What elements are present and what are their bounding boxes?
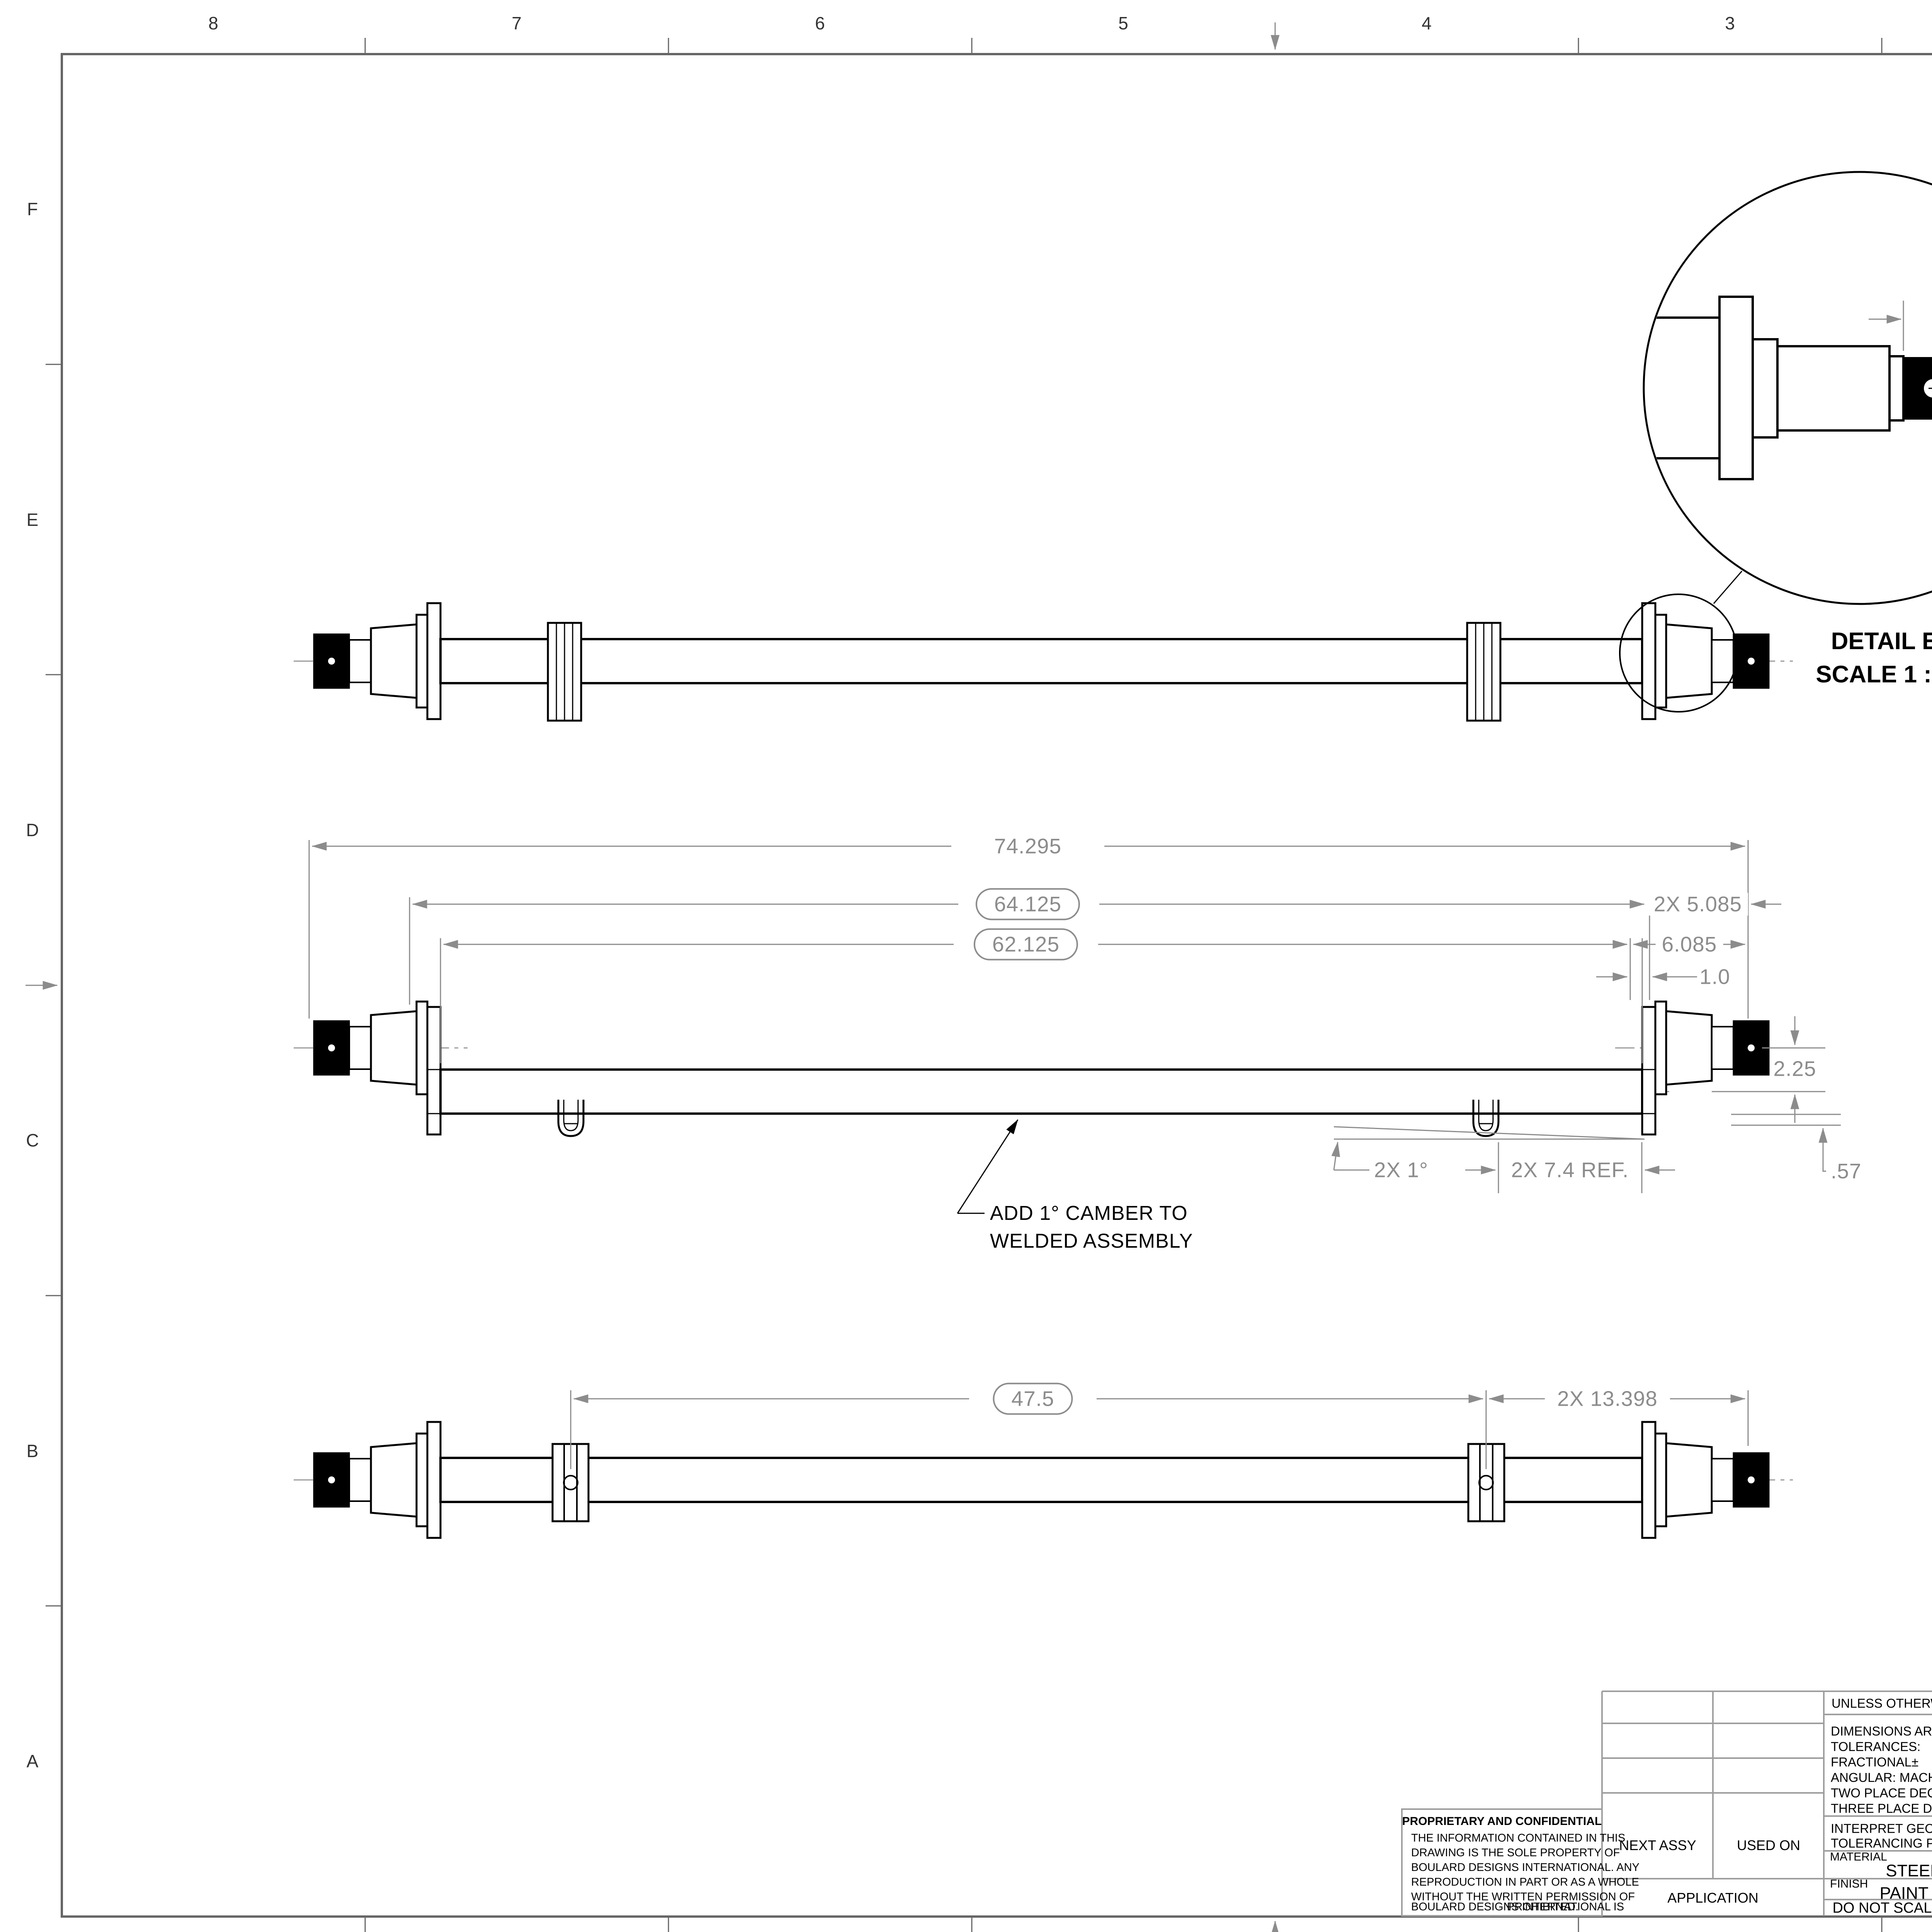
dim-overall-length: 74.295: [988, 835, 1068, 858]
proprietary-line: WITHOUT THE WRITTEN PERMISSION OF: [1411, 1891, 1635, 1903]
proprietary-line: REPRODUCTION IN PART OR AS A WHOLE: [1411, 1876, 1639, 1888]
zone-row-left: B: [26, 1441, 39, 1461]
zone-row-left: E: [26, 510, 39, 530]
camber-note-line2: WELDED ASSEMBLY: [990, 1230, 1193, 1252]
zone-col-top: 8: [208, 13, 218, 33]
preformed-view-dims: [570, 1390, 1749, 1469]
finish-value: PAINT SILVER: [1879, 1884, 1932, 1903]
dim-spindle-length: 2X 5.085: [1647, 893, 1748, 916]
spec-line: TOLERANCES:: [1831, 1739, 1921, 1754]
camber-note-line1: ADD 1° CAMBER TO: [990, 1202, 1188, 1225]
spec-line: FRACTIONAL±: [1831, 1755, 1919, 1769]
zone-row-left: C: [26, 1130, 39, 1150]
spec-line: TWO PLACE DECIMAL ±: [1831, 1786, 1932, 1800]
dim-drop: 2.25: [1773, 1056, 1816, 1081]
interpret-line1: INTERPRET GEOMETRIC: [1831, 1821, 1932, 1836]
dim-camber-angle: 2X 1°: [1374, 1158, 1429, 1182]
top-view: [313, 571, 1770, 722]
dim-plate-thickness: 1.0: [1699, 964, 1730, 989]
unless-otherwise-specified: UNLESS OTHERWISE SPECIFIED:: [1832, 1696, 1932, 1711]
zone-col-top: 3: [1725, 13, 1735, 33]
proprietary-line: THE INFORMATION CONTAINED IN THIS: [1411, 1832, 1626, 1844]
proprietary-line: BOULARD DESIGNS INTERNATIONAL IS: [1411, 1901, 1624, 1913]
proprietary-line: BOULARD DESIGNS INTERNATIONAL. ANY: [1411, 1861, 1639, 1874]
front-view-dims: [308, 840, 1841, 1193]
camber-note-leader: [957, 1119, 1019, 1214]
spec-line: DIMENSIONS ARE IN INCHES: [1831, 1724, 1932, 1738]
dim-pad: .57: [1831, 1159, 1862, 1183]
proprietary-title: PROPRIETARY AND CONFIDENTIAL: [1402, 1815, 1602, 1828]
material-label: MATERIAL: [1830, 1850, 1887, 1863]
detail-view: [1643, 171, 1932, 605]
material-value: STEEL: [1886, 1861, 1932, 1880]
zone-col-top: 5: [1118, 13, 1128, 33]
spec-line: THREE PLACE DECIMAL ±: [1831, 1801, 1932, 1816]
dim-plate-center-span: 47.5: [993, 1383, 1073, 1415]
next-assy-label: NEXT ASSY: [1619, 1837, 1696, 1853]
title-block-lines: [1401, 1690, 1932, 1917]
preformed-view: [313, 1421, 1770, 1539]
zone-col-top: 7: [512, 13, 522, 33]
dim-plate-to-end: 2X 13.398: [1551, 1387, 1664, 1410]
border-frame: [26, 22, 1932, 1932]
interpret-line2: TOLERANCING PER:: [1831, 1836, 1932, 1850]
used-on-label: USED ON: [1736, 1837, 1801, 1853]
detail-title: DETAIL E: [1831, 628, 1932, 655]
dim-end-length: 6.085: [1655, 933, 1723, 956]
finish-label: FINISH: [1830, 1878, 1868, 1890]
zone-row-left: D: [26, 820, 39, 840]
spec-line: ANGULAR: MACH± BEND ±: [1831, 1770, 1932, 1785]
zone-row-left: A: [26, 1751, 39, 1771]
detail-scale: SCALE 1 : 2: [1816, 661, 1932, 688]
do-not-scale-note: DO NOT SCALE DRAWING: [1832, 1900, 1932, 1916]
dim-flange-span: 64.125: [975, 888, 1080, 920]
dim-tube-length: 62.125: [973, 928, 1078, 961]
application-label: APPLICATION: [1667, 1890, 1759, 1906]
proprietary-line: DRAWING IS THE SOLE PROPERTY OF: [1411, 1847, 1620, 1859]
zone-col-top: 4: [1422, 13, 1432, 33]
dim-ref-length: 2X 7.4 REF.: [1505, 1158, 1635, 1182]
zone-col-top: 6: [815, 13, 825, 33]
zone-row-left: F: [27, 199, 38, 219]
front-view: [313, 1000, 1770, 1137]
proprietary-line: PROHIBITED.: [1507, 1901, 1579, 1913]
